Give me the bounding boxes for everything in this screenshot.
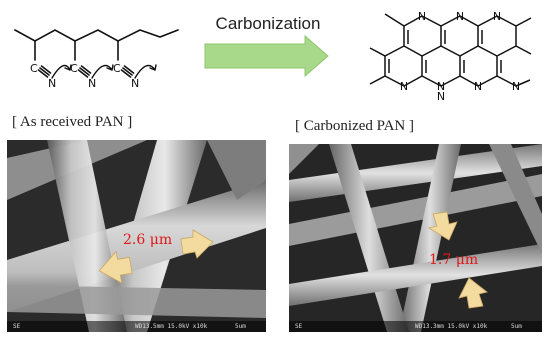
- fiber: [289, 144, 319, 174]
- sem-databar: SE WD13.5mm 15.0kV x10k 5um: [7, 321, 266, 332]
- ring-atom: N: [418, 10, 426, 23]
- atom-label: N: [88, 77, 96, 90]
- sem-image-carbonized: 1.7 μm SE WD13.3mm 15.0kV x10k 5um: [289, 144, 542, 332]
- electron-arrow: [134, 64, 156, 79]
- ring-atom: N: [456, 10, 464, 23]
- sem-image-as-received: 2.6 μm SE WD13.5mm 15.0kV x10k 5um: [7, 140, 266, 332]
- ladder-structure: N N N N N N N N: [369, 10, 532, 103]
- atom-label: N: [131, 77, 139, 90]
- ring-atom: N: [493, 10, 501, 23]
- measure-arrow: [98, 250, 133, 284]
- sem-detector: SE: [295, 323, 303, 330]
- fiber: [7, 180, 266, 312]
- caption-as-received: [ As received PAN ]: [12, 114, 133, 130]
- fiber-diameter-label: 2.6 μm: [123, 232, 173, 248]
- sem-info: WD13.5mm 15.0kV x10k: [135, 323, 208, 330]
- fiber: [289, 244, 542, 306]
- fiber: [7, 285, 266, 318]
- atom-label: C: [70, 62, 78, 75]
- electron-arrow: [91, 64, 113, 79]
- ring-atom: N: [437, 90, 445, 103]
- measure-arrow: [180, 229, 214, 259]
- ring-atom: N: [437, 80, 445, 93]
- ring-atom: N: [512, 80, 520, 93]
- nitrile-bond: [77, 65, 92, 78]
- atom-label: C: [113, 62, 121, 75]
- atom-label: C: [30, 62, 38, 75]
- ring-atom: N: [400, 80, 408, 93]
- nitrile-bond: [120, 65, 135, 78]
- sem-scale: 5um: [235, 323, 246, 330]
- sem-scale: 5um: [511, 323, 522, 330]
- ladder-top-edge: [384, 13, 423, 87]
- fiber: [207, 140, 266, 200]
- fiber: [289, 174, 542, 246]
- pan-structure: C N C N C N: [14, 29, 179, 90]
- electron-arrow: [51, 64, 71, 79]
- nitrile-bond: [37, 65, 52, 78]
- sem-databar: SE WD13.3mm 15.0kV x10k 5um: [289, 321, 542, 332]
- fiber: [489, 144, 542, 254]
- fiber: [47, 140, 127, 332]
- caption-carbonized: [ Carbonized PAN ]: [295, 118, 415, 134]
- measure-arrow: [427, 211, 458, 241]
- sem-info: WD13.3mm 15.0kV x10k: [415, 323, 488, 330]
- process-label: Carbonization: [215, 14, 321, 33]
- ring-atom: N: [474, 80, 482, 93]
- pan-backbone: [14, 29, 179, 42]
- sem-detector: SE: [13, 323, 21, 330]
- measure-arrow: [458, 277, 488, 309]
- fiber-diameter-label: 1.7 μm: [429, 252, 479, 268]
- atom-label: N: [48, 77, 56, 90]
